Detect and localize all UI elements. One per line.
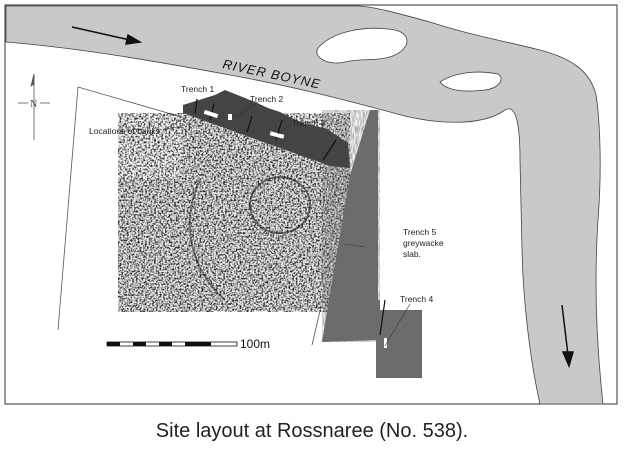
geophysics-survey-east (322, 110, 422, 378)
trench-5-label-2: greywacke (403, 238, 444, 248)
north-arrow-icon (18, 73, 50, 140)
island-1 (316, 27, 408, 64)
scale-label: 100m (240, 337, 270, 351)
trench-4-label: Trench 4 (400, 294, 434, 304)
flow-arrow-icon (71, 26, 574, 369)
trench-5-label: Trench 5 (403, 227, 437, 237)
trench-1-marker (203, 109, 219, 119)
trench-lines (194, 98, 386, 336)
trench-1-label: Trench 1 (181, 84, 215, 94)
trench-5-label-3: slab. (403, 249, 421, 259)
site-boundary-west (57, 86, 79, 331)
site-map: RIVER BOYNE N (4, 4, 618, 405)
banks-label: Locations of banks (89, 126, 160, 136)
island-2 (439, 71, 502, 92)
river-boyne (5, 5, 604, 405)
leader-lines (162, 101, 411, 347)
trench-3-label: Trench 3 (292, 118, 326, 128)
geophysics-survey-main (118, 113, 350, 312)
figure-caption: Site layout at Rossnaree (No. 538). (155, 420, 469, 442)
site-boundary (77, 86, 186, 119)
trench-2-marker (228, 114, 232, 120)
trench-photo-strip (183, 90, 350, 168)
trench-3-marker (269, 131, 285, 139)
north-label: N (30, 99, 37, 110)
scale-bar (106, 341, 238, 347)
trench-4-marker (384, 338, 387, 348)
trench-2-label: Trench 2 (250, 94, 284, 104)
